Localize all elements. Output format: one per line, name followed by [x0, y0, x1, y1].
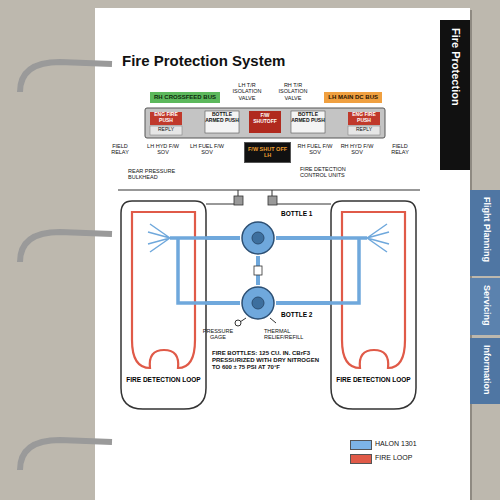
wire [206, 204, 234, 205]
annunciator-text: LH [248, 152, 287, 158]
part-label: FIRE DETECTION CONTROL UNITS [300, 166, 374, 179]
loop-label: FIRE DETECTION LOOP [336, 376, 411, 383]
bus-band: RH CROSSFEED BUS [150, 92, 220, 103]
part-label: BOTTLE ARMED PUSH [205, 112, 239, 124]
panel-button [291, 111, 325, 133]
part-label: REAR PRESSURE BULKHEAD [128, 168, 190, 181]
wire [277, 204, 331, 205]
fire-loop [132, 212, 195, 368]
bottle-shape [240, 220, 276, 256]
binder-ring [20, 440, 112, 470]
bottle-plumbing [235, 256, 276, 326]
side-tab [470, 338, 500, 404]
wire [238, 190, 239, 196]
panel-button [150, 126, 182, 135]
legend-text: FIRE LOOP [375, 454, 412, 462]
tab-label: Servicing [482, 285, 492, 326]
halon-line [276, 301, 330, 305]
binder-ring [20, 232, 112, 262]
part-label: ENG FIRE PUSH [348, 112, 380, 124]
check-valve [254, 266, 262, 275]
tab-label: Fire Protection [449, 28, 462, 106]
manual-page [95, 8, 470, 500]
bottle-circle [242, 287, 274, 319]
part-label: BOTTLE ARMED PUSH [291, 112, 325, 124]
loop-label: FIRE DETECTION LOOP [126, 376, 201, 383]
part-label: ENG FIRE PUSH [150, 112, 182, 124]
part-label: LH FUEL F/W SOV [188, 143, 226, 156]
tab-label: Flight Planning [482, 197, 492, 262]
panel-button [150, 112, 182, 125]
part-label: FIELD RELAY [384, 143, 416, 156]
panel-button [205, 111, 239, 133]
tab-label: Information [482, 345, 492, 395]
panel-button [348, 112, 380, 125]
binder-ring [20, 62, 112, 92]
bus-label: LH MAIN DC BUS [328, 94, 378, 101]
part-label: FIELD RELAY [104, 143, 136, 156]
part-label: RH FUEL F/W SOV [296, 143, 334, 156]
nacelle-text: FIRE DETECTION LOOP [126, 376, 201, 383]
part-label: LH T/R ISOLATION VALVE [226, 82, 268, 101]
part-label: RH T/R ISOLATION VALVE [272, 82, 314, 101]
halon-line [207, 301, 240, 305]
engine-nacelle: FIRE DETECTION LOOP [120, 200, 207, 410]
wires [206, 190, 331, 204]
halon-pipe [330, 238, 367, 303]
relief-stem [270, 318, 276, 323]
binder-rings [20, 62, 112, 470]
side-tab [470, 190, 500, 276]
part-label: LH HYD F/W SOV [146, 143, 180, 156]
spray-nozzle [148, 224, 170, 252]
engine-nacelle: FIRE DETECTION LOOP [330, 200, 417, 410]
bus-label: RH CROSSFEED BUS [154, 94, 216, 101]
wire [272, 190, 273, 196]
bottle-circle [242, 222, 274, 254]
nacelle-outline [331, 201, 416, 409]
nacelle-outline [121, 201, 206, 409]
part-label: RH HYD F/W SOV [340, 143, 374, 156]
halon-pipe [170, 238, 207, 303]
fire-panel [145, 108, 385, 138]
part-label: REPLY [348, 127, 380, 133]
bus-band: LH MAIN DC BUS [324, 92, 382, 103]
bottle-shape [240, 285, 276, 321]
panel-button [348, 126, 380, 135]
side-tab [470, 278, 500, 335]
bottle-cap [252, 297, 264, 309]
part-label: F/W SHUTOFF [249, 113, 281, 125]
bulkhead-line [118, 189, 420, 190]
legend-swatch [350, 454, 372, 464]
part-label: FIRE BOTTLES: 125 CU. IN. CBrF3 PRESSURI… [212, 350, 326, 371]
halon-line [276, 236, 330, 240]
annunciator-light: F/W SHUT OFFLH [244, 142, 291, 163]
bottle-label: BOTTLE 1 [280, 210, 313, 217]
bottle-cap [252, 232, 264, 244]
page-title: Fire Protection System [122, 52, 285, 69]
spray-nozzle [367, 224, 389, 252]
section-tab [440, 20, 470, 170]
part-label: THERMAL RELIEF/REFILL [264, 328, 322, 341]
part-label: PRESSURE GAGE [198, 328, 238, 341]
fire-bottle: BOTTLE 1 [240, 220, 276, 256]
part-label: REPLY [150, 127, 182, 133]
pressure-gage [235, 320, 241, 326]
bottle-label: BOTTLE 2 [280, 311, 313, 318]
fire-bottle: BOTTLE 2 [240, 285, 276, 321]
fire-loop [342, 212, 405, 368]
control-unit [268, 196, 277, 205]
nacelle-text: FIRE DETECTION LOOP [336, 376, 411, 383]
annunciator-text: F/W SHUT OFF [248, 146, 287, 152]
panel-button [249, 111, 281, 133]
legend-text: HALON 1301 [375, 440, 417, 448]
control-unit [234, 196, 243, 205]
legend-swatch [350, 440, 372, 450]
halon-line [207, 236, 240, 240]
